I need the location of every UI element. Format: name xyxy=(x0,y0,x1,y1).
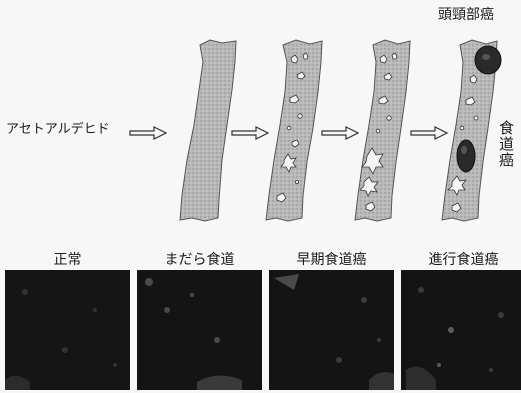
esophagus-tube-1 xyxy=(180,40,236,221)
endoscopy-image-patchy xyxy=(137,270,262,390)
head-neck-cancer-label: 頭頸部癌 xyxy=(438,8,494,22)
acetaldehyde-label: アセトアルデヒド xyxy=(6,123,110,136)
arrow-icon-2 xyxy=(232,127,268,139)
endoscopy-image-advanced xyxy=(401,270,521,390)
tumor-mass-head-neck xyxy=(475,46,501,74)
panel-title-early: 早期食道癌 xyxy=(269,249,394,269)
endoscopy-image-normal xyxy=(5,270,130,390)
arrow-icon-1 xyxy=(130,127,166,139)
tumor-mass-esophageal xyxy=(457,140,475,172)
panel-title-patchy: まだら食道 xyxy=(137,249,262,269)
esophageal-cancer-label: 食道癌 xyxy=(497,120,515,168)
esophagus-tube-2 xyxy=(266,40,322,221)
esophagus-tube-3 xyxy=(355,40,410,221)
endoscopy-image-early xyxy=(269,270,394,390)
arrow-icon-4 xyxy=(411,127,447,139)
panel-title-normal: 正常 xyxy=(5,249,130,269)
panel-title-advanced: 進行食道癌 xyxy=(401,249,521,269)
arrow-icon-3 xyxy=(322,127,358,139)
